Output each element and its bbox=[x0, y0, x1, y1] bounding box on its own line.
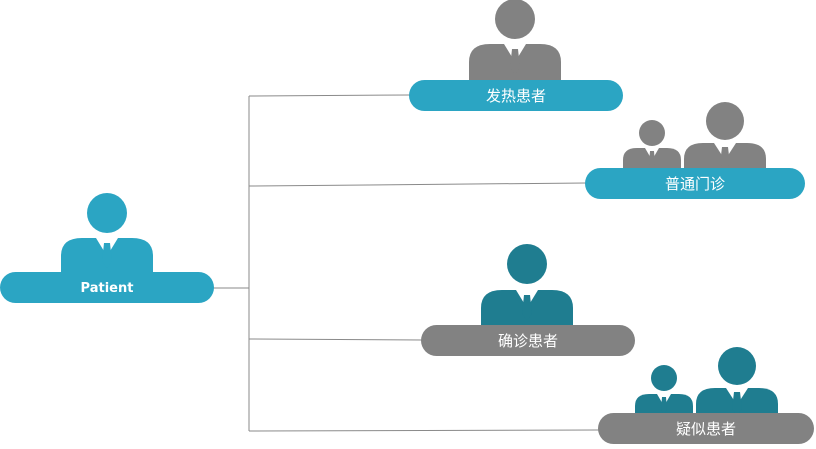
branch-node-confirmed: 确诊患者 bbox=[421, 244, 635, 356]
person-icon bbox=[61, 193, 153, 280]
two-persons-icon bbox=[635, 347, 778, 418]
branch-pill-fever bbox=[409, 80, 623, 111]
branch-node-outpatient: 普通门诊 bbox=[585, 102, 805, 199]
branch-connector-4 bbox=[248, 429, 600, 432]
person-icon bbox=[469, 0, 561, 86]
person-icon bbox=[481, 244, 573, 330]
branch-label-fever: 发热患者 bbox=[486, 87, 546, 105]
root-node: Patient bbox=[0, 193, 214, 303]
branch-connector-2 bbox=[248, 182, 587, 187]
branch-connector-3 bbox=[248, 338, 424, 341]
branch-node-suspected: 疑似患者 bbox=[598, 347, 814, 444]
root-pill bbox=[0, 272, 214, 303]
branch-label-confirmed: 确诊患者 bbox=[498, 332, 558, 350]
two-persons-icon bbox=[623, 102, 766, 172]
root-label: Patient bbox=[81, 281, 134, 296]
branch-pill-confirmed bbox=[421, 325, 635, 356]
branch-label-suspected: 疑似患者 bbox=[676, 420, 736, 438]
branch-label-outpatient: 普通门诊 bbox=[665, 175, 725, 193]
branch-node-fever: 发热患者 bbox=[409, 0, 623, 111]
branch-pill-suspected bbox=[598, 413, 814, 444]
branch-connector-1 bbox=[248, 94, 411, 97]
branch-pill-outpatient bbox=[585, 168, 805, 199]
connector-lines bbox=[213, 94, 600, 432]
